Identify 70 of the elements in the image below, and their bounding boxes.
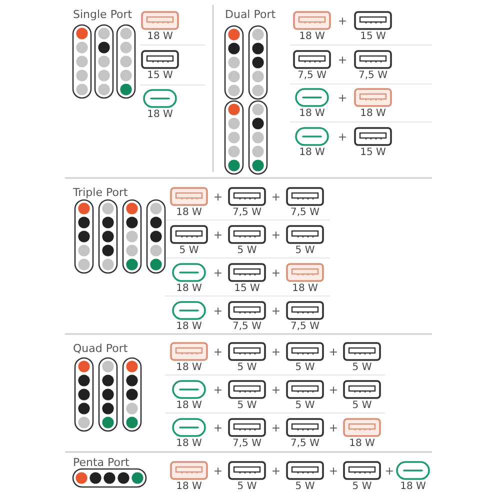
plus-sign: + (271, 304, 281, 318)
power-rating: 5 W (295, 245, 315, 256)
power-rating: 5 W (295, 481, 315, 492)
power-rating: 18 W (292, 283, 318, 294)
power-rating: 7,5 W (232, 438, 262, 449)
power-rating: 5 W (295, 400, 315, 411)
power-rating: 18 W (176, 362, 202, 373)
power-rating: 7,5 W (290, 321, 320, 332)
power-rating: 18 W (176, 481, 202, 492)
power-rating: 5 W (237, 362, 257, 373)
plus-sign: + (213, 346, 223, 358)
plus-sign: + (213, 464, 223, 478)
plus-sign: + (271, 266, 281, 280)
power-rating: 7,5 W (232, 207, 262, 218)
power-rating: 7,5 W (290, 438, 320, 449)
power-rating: 18 W (147, 109, 173, 120)
section-title: Triple Port (73, 186, 128, 199)
power-rating: 18 W (299, 108, 325, 119)
plus-sign: + (213, 422, 223, 434)
plus-sign: + (384, 464, 394, 478)
power-rating: 5 W (352, 362, 372, 373)
power-rating: 5 W (237, 481, 257, 492)
power-rating: 18 W (147, 31, 173, 42)
power-rating: 18 W (176, 207, 202, 218)
power-rating: 18 W (360, 108, 386, 119)
plus-sign: + (328, 346, 338, 358)
power-rating: 18 W (400, 481, 426, 492)
power-rating: 7,5 W (290, 207, 320, 218)
plus-sign: + (338, 130, 348, 144)
plus-sign: + (271, 190, 281, 204)
power-rating: 7,5 W (232, 321, 262, 332)
power-rating: 5 W (352, 400, 372, 411)
power-rating: 7,5 W (298, 70, 326, 81)
plus-sign: + (271, 464, 281, 478)
plus-sign: + (338, 14, 348, 28)
power-rating: 18 W (176, 321, 202, 332)
plus-sign: + (271, 422, 281, 434)
power-rating: 15 W (147, 70, 173, 81)
plus-sign: + (328, 422, 338, 434)
section-title: Dual Port (225, 8, 276, 21)
section-title: Single Port (73, 8, 132, 21)
plus-sign: + (213, 266, 223, 280)
power-rating: 18 W (176, 438, 202, 449)
power-rating: 5 W (295, 362, 315, 373)
power-rating: 5 W (237, 400, 257, 411)
power-rating: 5 W (352, 481, 372, 492)
plus-sign: + (213, 228, 223, 242)
plus-sign: + (213, 190, 223, 204)
power-rating: 18 W (176, 283, 202, 294)
power-rating: 5 W (179, 245, 199, 256)
plus-sign: + (328, 464, 338, 478)
plus-sign: + (213, 304, 223, 318)
plus-sign: + (271, 228, 281, 242)
section-title: Penta Port (73, 456, 130, 469)
power-rating: 15 W (360, 147, 386, 158)
section-title: Quad Port (73, 342, 128, 355)
power-rating: 18 W (176, 400, 202, 411)
power-rating: 5 W (237, 245, 257, 256)
plus-sign: + (338, 92, 348, 104)
plus-sign: + (271, 384, 281, 396)
plus-sign: + (271, 346, 281, 358)
power-rating: 18 W (299, 31, 325, 42)
power-rating: 18 W (349, 438, 375, 449)
power-rating: 15 W (360, 31, 386, 42)
plus-sign: + (213, 384, 223, 396)
plus-sign: + (338, 54, 348, 66)
power-rating: 15 W (234, 283, 260, 294)
power-rating: 7,5 W (358, 70, 388, 81)
plus-sign: + (328, 384, 338, 396)
power-rating: 18 W (299, 147, 325, 158)
